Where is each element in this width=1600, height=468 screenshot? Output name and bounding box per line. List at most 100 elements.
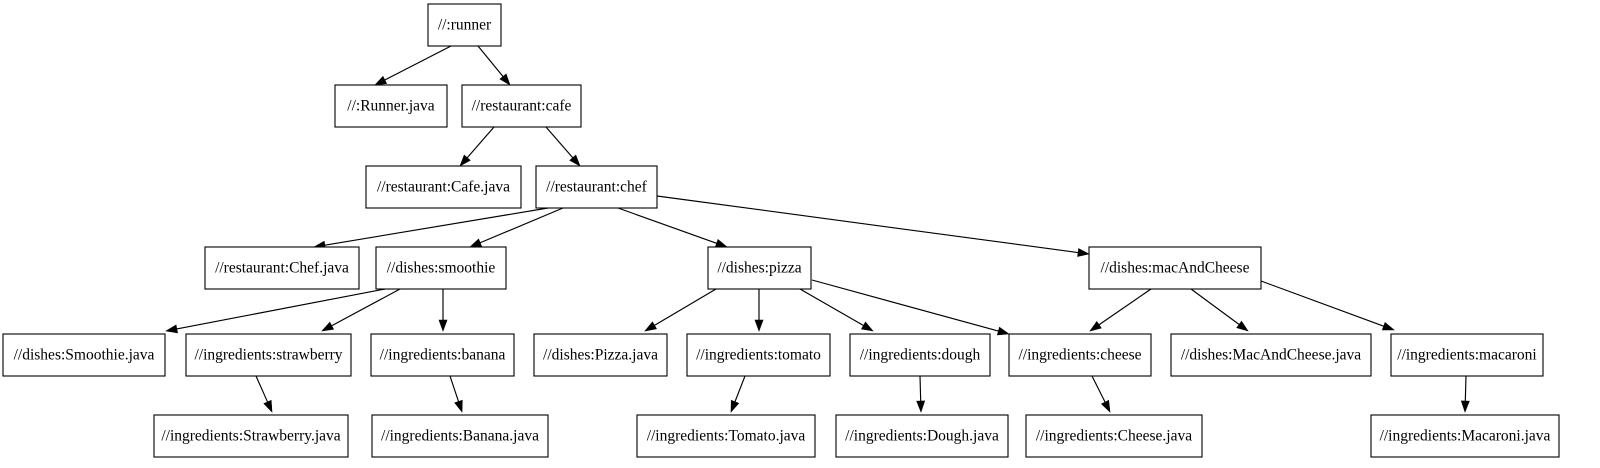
graph-node-restaurant_chef[interactable]: //restaurant:chef <box>535 165 658 209</box>
graph-edge <box>449 375 463 413</box>
graph-node-dishes_smoothie[interactable]: //dishes:smoothie <box>375 246 507 290</box>
edge-arrowhead-icon <box>996 326 1010 336</box>
graph-node-dishes_pizza[interactable]: //dishes:pizza <box>707 246 812 290</box>
graph-node-ing_macaroni_java[interactable]: //ingredients:Macaroni.java <box>1370 414 1560 458</box>
graph-node-ing_dough[interactable]: //ingredients:dough <box>849 333 991 377</box>
node-box[interactable] <box>153 414 349 458</box>
graph-node-ing_banana[interactable]: //ingredients:banana <box>370 333 515 377</box>
edge-line <box>1190 288 1240 325</box>
edge-arrowhead-icon <box>499 73 511 86</box>
edge-line <box>1260 280 1384 327</box>
graph-node-restaurant_cafe[interactable]: //restaurant:cafe <box>461 84 582 128</box>
graph-node-ing_cheese[interactable]: //ingredients:cheese <box>1008 333 1152 377</box>
node-box[interactable] <box>334 84 448 128</box>
graph-node-ing_cheese_java[interactable]: //ingredients:Cheese.java <box>1025 414 1203 458</box>
graph-edge <box>545 126 581 167</box>
edge-arrowhead-icon <box>1236 320 1249 332</box>
edge-line <box>654 288 717 326</box>
node-box[interactable] <box>1390 333 1544 377</box>
graph-node-restaurant_cafe_java[interactable]: //restaurant:Cafe.java <box>365 165 522 209</box>
node-label: //ingredients:Strawberry.java <box>161 428 340 445</box>
edge-arrowhead-icon <box>321 321 335 332</box>
edge-arrowhead-icon <box>1460 400 1470 413</box>
node-label: //ingredients:banana <box>380 347 506 364</box>
graph-node-restaurant_chef_java[interactable]: //restaurant:Chef.java <box>204 246 360 290</box>
node-box[interactable] <box>686 333 831 377</box>
graph-edge <box>656 195 1090 257</box>
nodes-layer: //:runner //:Runner.java //restaurant:cafe… <box>2 3 1560 458</box>
node-box[interactable] <box>2 333 166 377</box>
graph-edge <box>477 45 511 86</box>
node-label: //:runner <box>438 17 492 34</box>
edge-arrowhead-icon <box>860 321 874 332</box>
node-box[interactable] <box>185 333 352 377</box>
node-label: //restaurant:Cafe.java <box>377 179 510 196</box>
node-box[interactable] <box>849 333 991 377</box>
edge-arrowhead-icon <box>644 321 657 332</box>
graph-node-dishes_macandcheese[interactable]: //dishes:macAndCheese <box>1088 246 1262 290</box>
edge-line <box>1098 288 1152 326</box>
graph-node-runner_java[interactable]: //:Runner.java <box>334 84 448 128</box>
edge-line <box>324 207 549 246</box>
node-box[interactable] <box>427 3 502 47</box>
graph-node-ing_tomato[interactable]: //ingredients:tomato <box>686 333 831 377</box>
node-box[interactable] <box>375 246 507 290</box>
node-box[interactable] <box>533 333 668 377</box>
graph-node-ing_strawberry[interactable]: //ingredients:strawberry <box>185 333 352 377</box>
graph-node-ing_banana_java[interactable]: //ingredients:Banana.java <box>371 414 549 458</box>
edge-line <box>479 207 564 244</box>
edge-arrowhead-icon <box>263 399 273 413</box>
node-box[interactable] <box>707 246 812 290</box>
edge-arrowhead-icon <box>374 75 388 86</box>
node-box[interactable] <box>371 414 549 458</box>
edge-line <box>1464 375 1467 402</box>
node-box[interactable] <box>370 333 515 377</box>
edge-line <box>617 207 717 244</box>
edge-arrowhead-icon <box>916 400 926 413</box>
graph-edge <box>459 126 495 167</box>
edge-arrowhead-icon <box>438 319 448 332</box>
graph-edge <box>1260 280 1395 331</box>
graph-node-ing_macaroni[interactable]: //ingredients:macaroni <box>1390 333 1544 377</box>
node-box[interactable] <box>1025 414 1203 458</box>
graph-edge <box>811 279 1010 336</box>
edge-line <box>545 126 574 159</box>
node-box[interactable] <box>1008 333 1152 377</box>
edge-arrowhead-icon <box>454 399 463 413</box>
node-box[interactable] <box>636 414 816 458</box>
node-label: //dishes:pizza <box>717 260 801 277</box>
graph-edge <box>644 288 717 332</box>
graph-node-runner[interactable]: //:runner <box>427 3 502 47</box>
edge-arrowhead-icon <box>1077 248 1090 257</box>
node-label: //dishes:smoothie <box>387 260 496 277</box>
graph-edge <box>255 375 273 413</box>
node-label: //dishes:Smoothie.java <box>14 347 155 364</box>
node-box[interactable] <box>835 414 1009 458</box>
node-box[interactable] <box>1370 414 1560 458</box>
edge-arrowhead-icon <box>569 154 581 167</box>
edge-arrowhead-icon <box>1381 321 1395 331</box>
graph-node-ing_strawberry_java[interactable]: //ingredients:Strawberry.java <box>153 414 349 458</box>
graph-node-ing_tomato_java[interactable]: //ingredients:Tomato.java <box>636 414 816 458</box>
node-box[interactable] <box>535 165 658 209</box>
graph-node-dishes_pizza_java[interactable]: //dishes:Pizza.java <box>533 333 668 377</box>
node-label: //dishes:MacAndCheese.java <box>1181 347 1361 364</box>
graph-node-dishes_macandcheese_java[interactable]: //dishes:MacAndCheese.java <box>1170 333 1372 377</box>
edge-arrowhead-icon <box>1089 320 1102 332</box>
graph-edge <box>916 375 926 413</box>
edge-arrowhead-icon <box>730 399 740 413</box>
graph-edge <box>165 288 386 334</box>
graph-edge <box>754 289 764 332</box>
edge-arrowhead-icon <box>459 154 471 167</box>
edge-line <box>1091 375 1106 403</box>
node-box[interactable] <box>204 246 360 290</box>
node-box[interactable] <box>461 84 582 128</box>
graph-edge <box>1460 375 1470 413</box>
node-label: //dishes:macAndCheese <box>1101 260 1250 277</box>
node-box[interactable] <box>1088 246 1262 290</box>
graph-node-ing_dough_java[interactable]: //ingredients:Dough.java <box>835 414 1009 458</box>
edge-line <box>919 375 922 402</box>
node-box[interactable] <box>365 165 522 209</box>
graph-node-dishes_smoothie_java[interactable]: //dishes:Smoothie.java <box>2 333 166 377</box>
node-box[interactable] <box>1170 333 1372 377</box>
